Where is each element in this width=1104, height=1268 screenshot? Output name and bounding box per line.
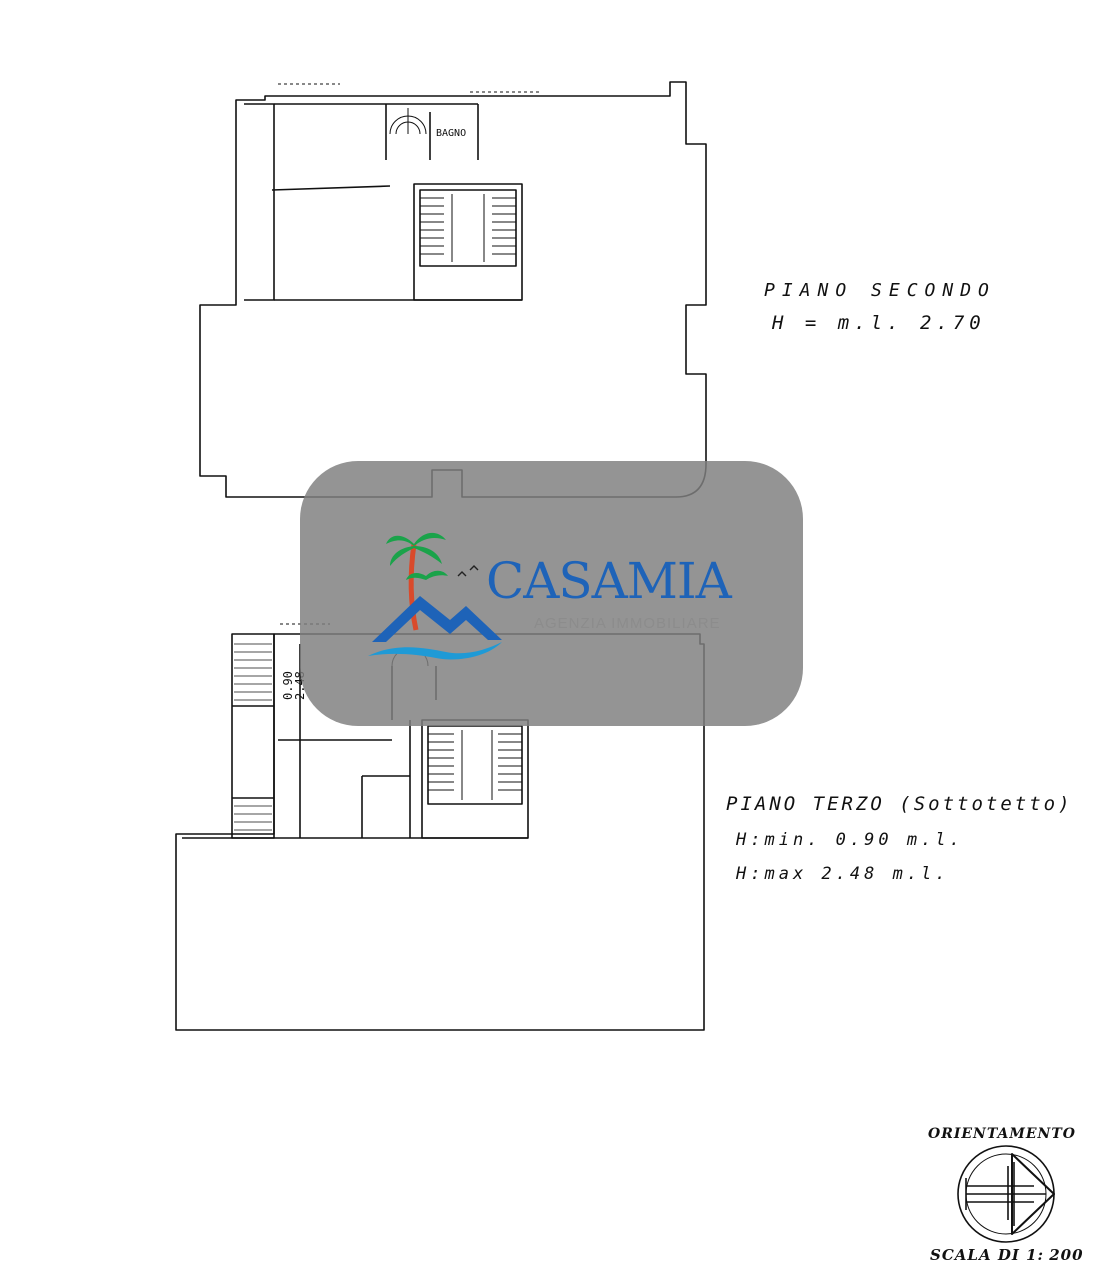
second-floor-outline: [199, 81, 707, 498]
watermark-panel: [300, 461, 803, 726]
compass-icon: [957, 1145, 1055, 1243]
brand-name: CASAMIA: [486, 552, 732, 610]
dimension-min: 0.90: [281, 671, 295, 700]
palm-house-logo-icon: [368, 532, 502, 660]
third-floor-stairs: [421, 719, 529, 839]
third-floor-terrace: [231, 633, 275, 839]
scale-prefix: SCALA DI 1:: [930, 1246, 1045, 1264]
third-floor-height-min: H:min. 0.90 m.l.: [736, 830, 964, 850]
scale-label: SCALA DI 1: 200: [930, 1246, 1084, 1264]
scale-value: 200: [1049, 1246, 1084, 1264]
second-floor-stairs: [413, 183, 523, 301]
third-floor-title: PIANO TERZO (Sottotetto): [726, 793, 1073, 815]
brand-tagline: AGENZIA IMMOBILIARE: [534, 615, 721, 632]
orientation-label: ORIENTAMENTO: [928, 1126, 1076, 1142]
second-floor-title: PIANO SECONDO: [764, 280, 996, 301]
second-floor-height: H = m.l. 2.70: [772, 312, 986, 334]
third-floor-height-max: H:max 2.48 m.l.: [736, 864, 950, 884]
room-label-bathroom: BAGNO: [436, 128, 466, 139]
